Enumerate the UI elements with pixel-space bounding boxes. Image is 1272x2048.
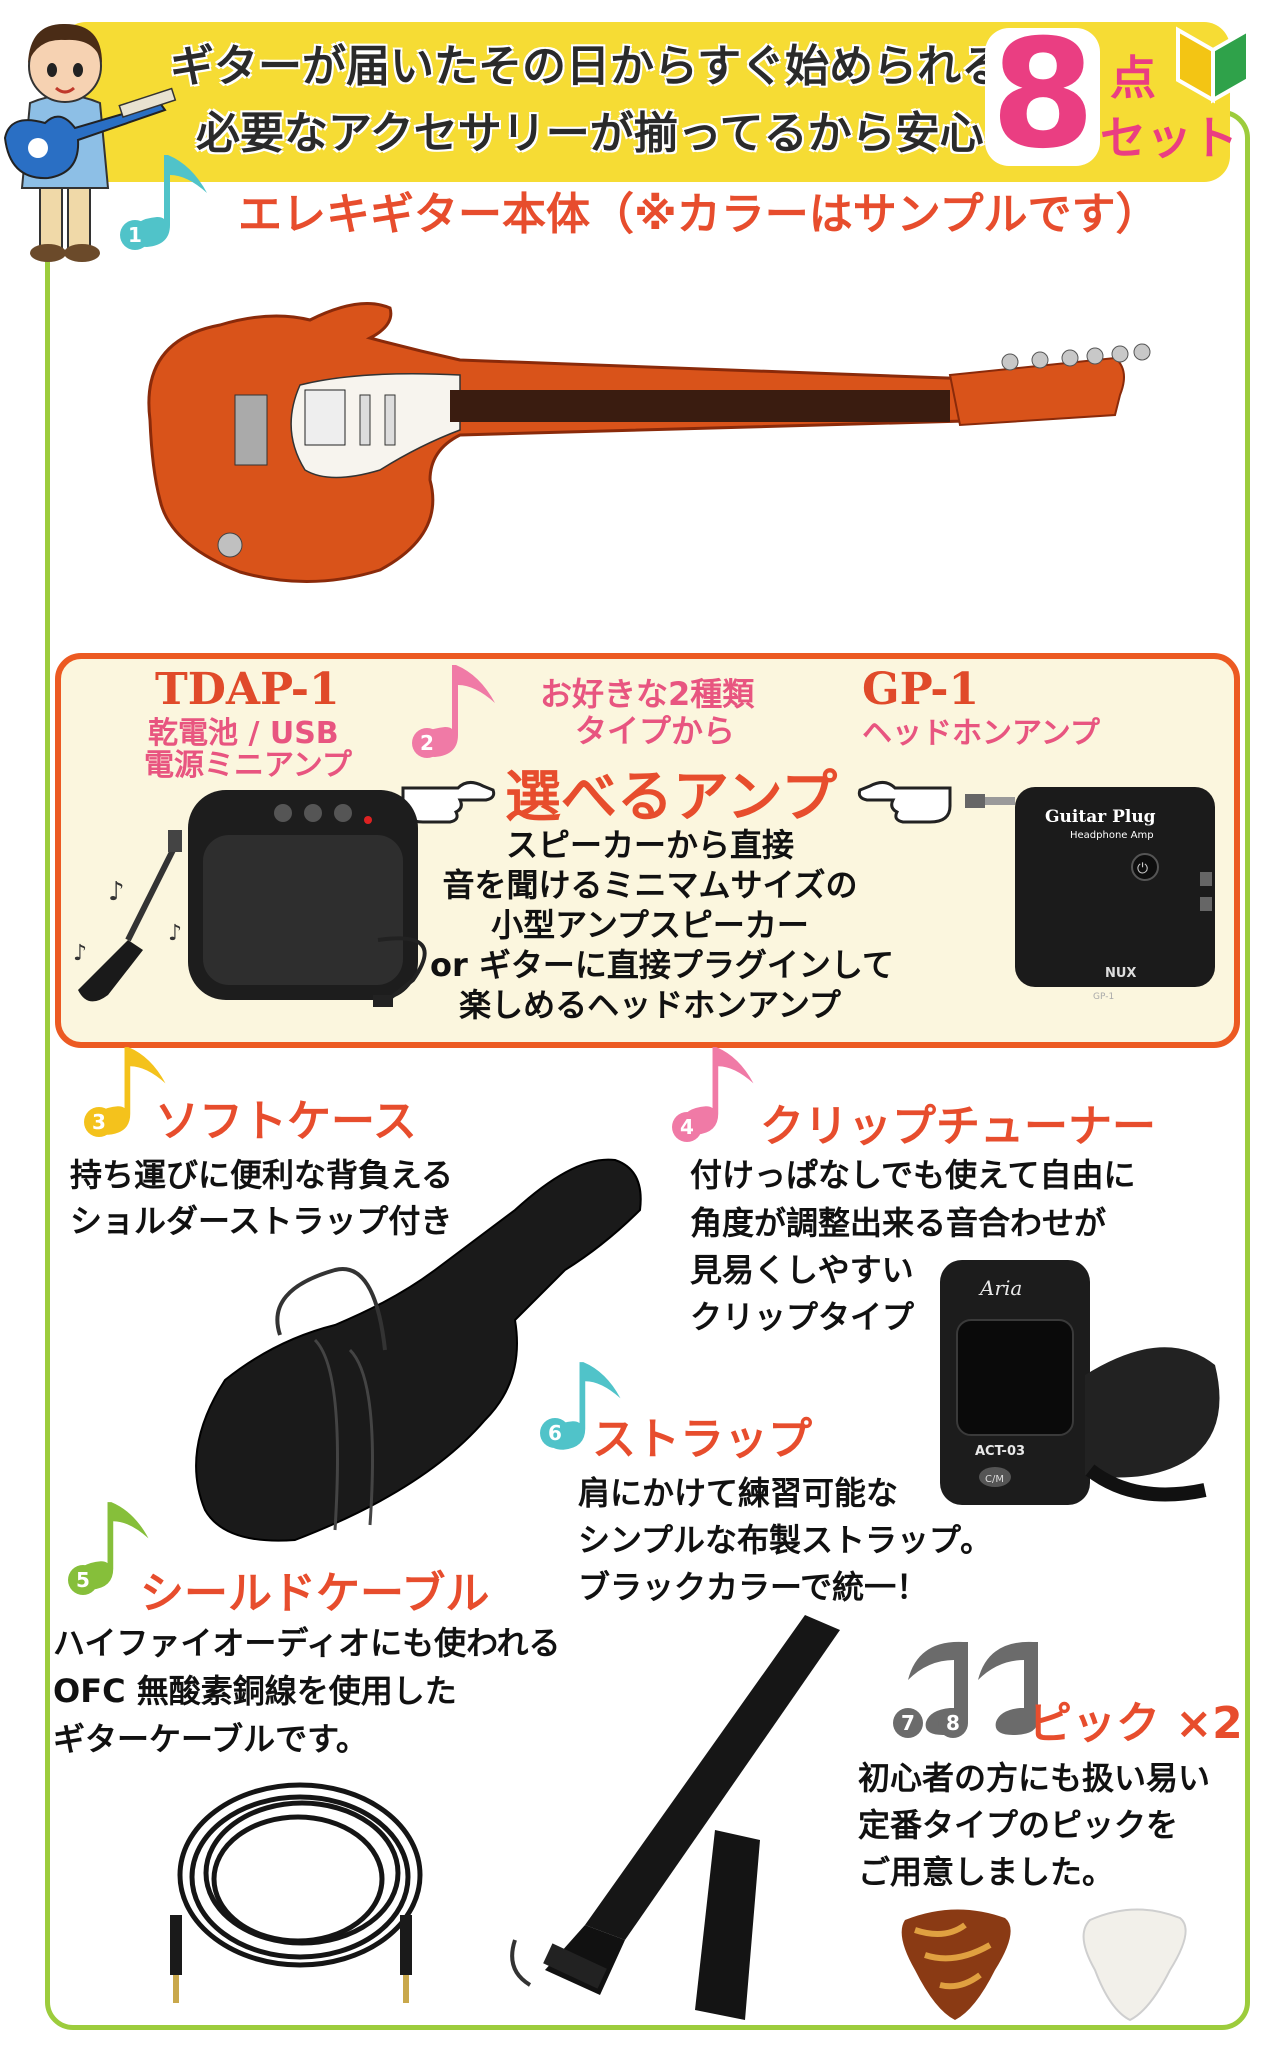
tdap-desc-2: 電源ミニアンプ: [144, 748, 352, 783]
header-line-2: 必要なアクセサリーが揃ってるから安心の: [196, 108, 1028, 159]
item-number-7: 7: [893, 1708, 923, 1738]
tuner-desc-3: 見易くしやすい: [690, 1251, 914, 1289]
picks-desc-2: 定番タイプのピックを: [858, 1806, 1179, 1844]
case-desc-1: 持ち運びに便利な背負える: [70, 1156, 454, 1194]
case-desc-2: ショルダーストラップ付き: [70, 1202, 453, 1240]
tdap-desc-1: 乾電池 / USB: [148, 716, 339, 751]
tdap-model: TDAP-1: [155, 664, 340, 715]
amp-headline: 選べるアンプ: [505, 765, 838, 830]
pointing-hand-left-icon: [857, 781, 952, 824]
svg-text:⏻: ⏻: [1137, 861, 1148, 877]
item-number-4: 4: [672, 1112, 702, 1142]
strap-desc-3: ブラックカラーで統一！: [578, 1568, 929, 1606]
amp-desc-5: 楽しめるヘッドホンアンプ: [459, 986, 841, 1024]
headphone-amp-label: Guitar Plug: [1045, 807, 1156, 827]
music-note-3-icon: [93, 1047, 166, 1135]
headphone-amp-model: GP-1: [1093, 992, 1115, 1002]
strap-desc-2: シンプルな布製ストラップ。: [578, 1521, 993, 1559]
headphone-amp-image: Guitar Plug Headphone Amp ⏻ NUX: [965, 787, 1215, 987]
mascot-boy-icon: [3, 23, 177, 262]
amp-choose-2: タイプから: [575, 712, 736, 750]
cable-desc-2: OFC 無酸素銅線を使用した: [53, 1672, 457, 1710]
set-count: 8: [990, 8, 1096, 182]
mini-amp-image: ♪ ♪ ♪: [73, 790, 427, 1007]
item-number-6: 6: [540, 1418, 570, 1448]
tuner-brand: Aria: [978, 1276, 1022, 1300]
cable-desc-1: ハイファイオーディオにも使われる: [53, 1624, 561, 1662]
cable-desc-3: ギターケーブルです。: [53, 1720, 368, 1758]
set-label-bottom: セット: [1100, 111, 1238, 165]
music-note-5-icon: [76, 1502, 149, 1590]
item-number-2: 2: [412, 728, 442, 758]
picks-title: ピック ×2: [1028, 1698, 1243, 1749]
electric-guitar-image: [147, 302, 1151, 584]
tuner-title: クリップチューナー: [760, 1101, 1156, 1152]
item-number-3: 3: [84, 1107, 114, 1137]
headphone-amp-sublabel: Headphone Amp: [1070, 830, 1154, 841]
item-number-8: 8: [938, 1708, 968, 1738]
headphone-amp-brand: NUX: [1105, 966, 1136, 981]
tuner-desc-1: 付けっぱなしでも使えて自由に: [690, 1156, 1136, 1194]
amp-desc-2: 音を聞けるミニマムサイズの: [442, 866, 858, 904]
gp1-model: GP-1: [862, 664, 980, 715]
music-note-4-icon: [681, 1047, 754, 1135]
svg-text:♪: ♪: [168, 921, 182, 946]
tuner-model: ACT-03: [975, 1444, 1025, 1459]
set-count-box: [985, 28, 1100, 166]
guitar-title: エレキギター本体（※カラーはサンプルです）: [238, 189, 1160, 240]
clip-tuner-image: Aria ACT-03 C/M: [940, 1260, 1220, 1505]
strap-title: ストラップ: [592, 1414, 812, 1465]
svg-text:♪: ♪: [108, 877, 125, 907]
header-line-1: ギターが届いたその日からすぐ始められる: [170, 41, 1006, 92]
cable-title: シールドケーブル: [140, 1568, 490, 1619]
item-number-5: 5: [68, 1565, 98, 1595]
svg-text:♪: ♪: [73, 941, 87, 966]
item-number-1: 1: [120, 220, 150, 250]
guitar-cable-image: [170, 1782, 423, 2003]
tuner-desc-4: クリップタイプ: [690, 1298, 915, 1336]
amp-desc-3: 小型アンプスピーカー: [491, 906, 809, 944]
soft-case-image: [195, 1158, 642, 1542]
strap-image: [510, 1615, 840, 2020]
tuner-desc-2: 角度が調整出来る音合わせが: [690, 1204, 1107, 1242]
beginner-mark-icon: [1176, 26, 1250, 104]
amp-desc-1: スピーカーから直接: [505, 826, 794, 864]
pointing-hand-right-icon: [401, 781, 496, 824]
case-title: ソフトケース: [155, 1096, 417, 1147]
picks-image: [901, 1908, 1187, 2022]
set-label-top: 点: [1110, 51, 1156, 105]
music-note-1-icon: [131, 155, 207, 247]
picks-desc-1: 初心者の方にも扱い易い: [858, 1759, 1211, 1797]
strap-desc-1: 肩にかけて練習可能な: [578, 1474, 899, 1512]
tuner-button-label: C/M: [985, 1474, 1004, 1485]
amp-choose-1: お好きな2種類: [540, 675, 755, 713]
picks-desc-3: ご用意しました。: [858, 1853, 1115, 1891]
gp1-desc: ヘッドホンアンプ: [862, 716, 1100, 751]
amp-desc-4: or ギターに直接プラグインして: [430, 946, 894, 984]
